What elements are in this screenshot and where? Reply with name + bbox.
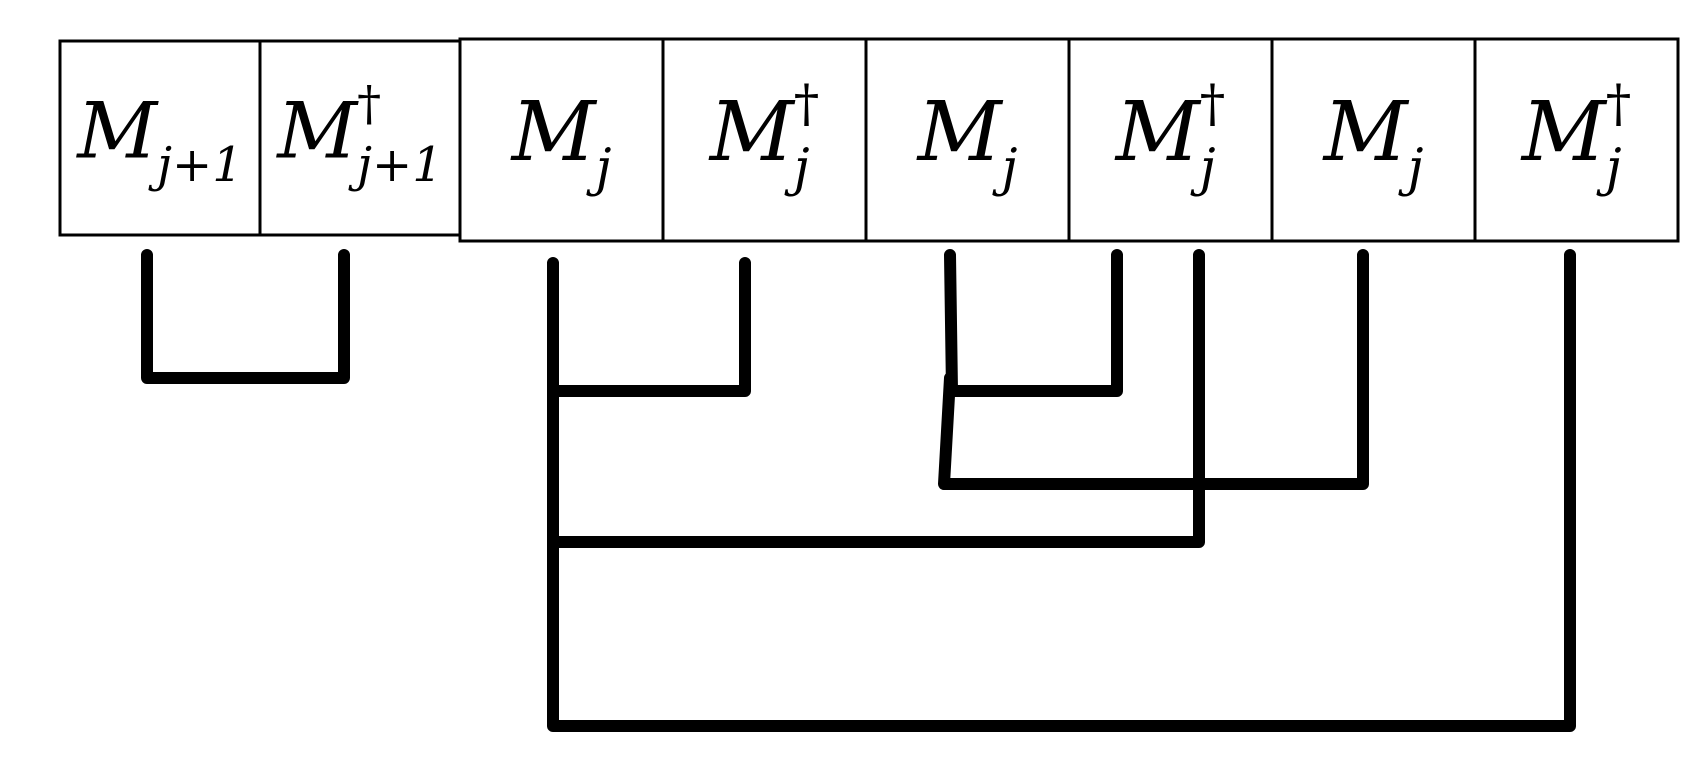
tensor-cell-label: M†j xyxy=(1520,75,1631,198)
contraction-c2-c7 xyxy=(547,249,1576,732)
index-subscript: j+1 xyxy=(348,137,443,193)
tensor-base-symbol: M xyxy=(1322,85,1410,180)
tensor-cell-box xyxy=(1473,37,1680,243)
tensor-cell-box xyxy=(458,37,665,243)
tensor-base-symbol: M xyxy=(75,86,159,176)
tensor-cell-box xyxy=(1067,37,1274,243)
tensor-cell-box xyxy=(661,37,868,243)
dagger-superscript: † xyxy=(1606,75,1632,134)
contraction-c2-c5 xyxy=(547,249,1205,548)
contraction-lines xyxy=(141,249,1576,732)
contraction-c2-c3 xyxy=(547,257,751,397)
tensor-cell-2: Mj xyxy=(458,37,665,243)
dagger-superscript: † xyxy=(357,76,381,132)
contraction-c4-c5 xyxy=(944,249,1123,397)
tensor-cell-label: M†j xyxy=(708,75,819,198)
dagger-superscript: † xyxy=(794,75,820,134)
tensor-cell-6: Mj xyxy=(1270,37,1477,243)
tensor-cell-label: Mj xyxy=(510,85,612,198)
tensor-cell-box xyxy=(864,37,1071,243)
tensor-cell-label: Mj+1 xyxy=(75,86,243,192)
tensor-cell-4: Mj xyxy=(864,37,1071,243)
tensor-cell-0: Mj+1 xyxy=(58,39,262,237)
tensor-cell-7: M†j xyxy=(1473,37,1680,243)
tensor-cell-label: M†j xyxy=(1114,75,1225,198)
tensor-base-symbol: M xyxy=(916,85,1004,180)
tensor-cell-label: Mj xyxy=(916,85,1018,198)
tensor-base-symbol: M xyxy=(1520,85,1608,180)
contraction-c0-c1 xyxy=(141,249,350,384)
tensor-cell-1: M†j+1 xyxy=(258,39,462,237)
tensor-base-symbol: M xyxy=(1114,85,1202,180)
tensor-base-symbol: M xyxy=(510,85,598,180)
contraction-c4-c6 xyxy=(938,249,1369,490)
index-subscript: j+1 xyxy=(148,137,243,193)
tensor-cell-3: M†j xyxy=(661,37,868,243)
tensor-base-symbol: M xyxy=(708,85,796,180)
tensor-cell-5: M†j xyxy=(1067,37,1274,243)
tensor-base-symbol: M xyxy=(275,86,359,176)
tensor-cell-box xyxy=(58,39,262,237)
dagger-superscript: † xyxy=(1200,75,1226,134)
tensor-cell-label: M†j+1 xyxy=(275,76,443,193)
